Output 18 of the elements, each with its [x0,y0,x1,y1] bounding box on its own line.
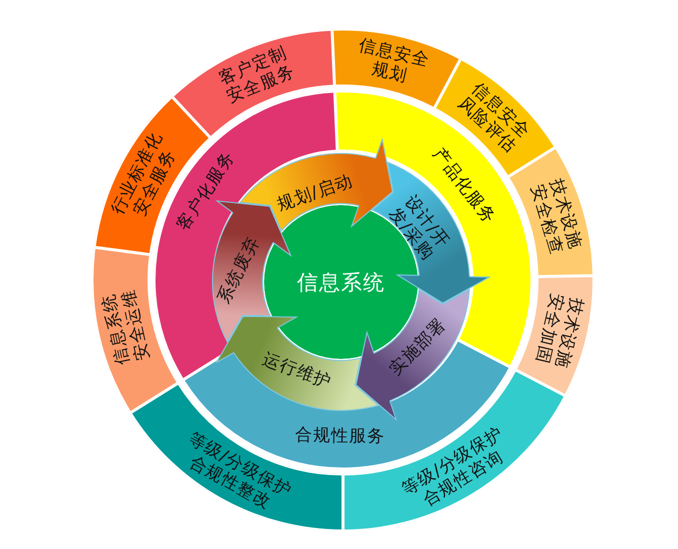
service-label: 等级/分级保护合规性咨询 [398,422,508,512]
service-label: 等级/分级保护合规性整改 [184,428,296,516]
stage-label: 实施部署 [385,314,451,380]
curved-arrow-segment [215,315,379,411]
service-label: 信息安全风险评估 [454,78,536,158]
stage-label: 规划/启动 [274,170,356,216]
stage-label: 系统废弃 [214,233,264,307]
stage-label: 设计/开发/采购 [384,190,454,266]
service-label: 客户定制安全服务 [215,42,300,108]
category-label: 客户化服务 [173,148,240,234]
service-label: 信息安全规划 [356,36,432,89]
stage-label: 运行维护 [260,349,334,393]
service-label: 信息系统安全运维 [98,286,154,368]
service-label: 技术设施安全加固 [531,290,588,372]
ring-segment [92,247,179,414]
center-title: 信息系统 [297,270,385,296]
category-label: 合规性服务 [295,425,386,447]
service-label: 技术设施安全检查 [526,176,586,258]
